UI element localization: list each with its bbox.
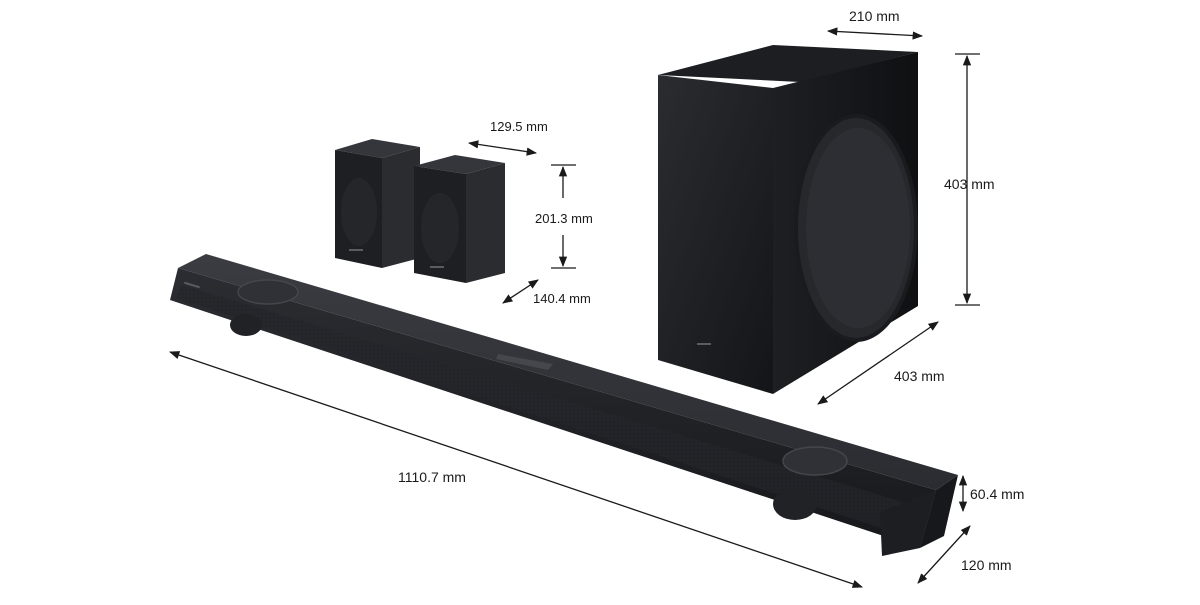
- satellite-height-label: 201.3 mm: [535, 211, 593, 226]
- satellite-left-driver: [341, 178, 377, 246]
- subwoofer-depth-arrow: [826, 27, 924, 40]
- soundbar-height-label: 60.4 mm: [970, 486, 1025, 502]
- soundbar-width-arrow: [169, 351, 863, 588]
- satellite-depth-arrow: [467, 140, 538, 156]
- subwoofer-logo: [697, 343, 711, 345]
- soundbar-width-label: 1110.7 mm: [398, 469, 466, 485]
- satellite-left-logo: [349, 249, 363, 251]
- satellite-right-driver: [421, 193, 459, 263]
- soundbar-front-driver-right: [773, 488, 817, 520]
- satellite-left-side: [382, 147, 420, 268]
- soundbar-top-driver-right: [782, 446, 848, 476]
- soundbar-depth-label: 120 mm: [961, 557, 1012, 573]
- subwoofer-depth-label: 210 mm: [849, 8, 900, 24]
- subwoofer-width-label: 403 mm: [894, 368, 945, 384]
- satellite-depth-label: 129.5 mm: [490, 119, 548, 134]
- soundbar-top-driver-left: [237, 279, 299, 305]
- satellite-right-side: [466, 163, 505, 283]
- soundbar-depth-arrow: [917, 525, 971, 584]
- subwoofer: [658, 45, 918, 394]
- subwoofer-height-label: 403 mm: [944, 176, 995, 192]
- soundbar-logo: [184, 281, 200, 289]
- satellite-width-arrow: [502, 279, 539, 304]
- satellite-width-label: 140.4 mm: [533, 291, 591, 306]
- satellite-left-top: [335, 139, 420, 158]
- satellite-right-logo: [430, 266, 444, 268]
- subwoofer-top: [658, 45, 918, 82]
- satellite-right: [414, 155, 505, 283]
- subwoofer-driver-inner: [806, 128, 910, 328]
- satellite-left: [335, 139, 420, 268]
- satellite-right-top: [414, 155, 505, 174]
- subwoofer-front: [658, 75, 773, 394]
- soundbar-front-driver-left: [230, 314, 262, 336]
